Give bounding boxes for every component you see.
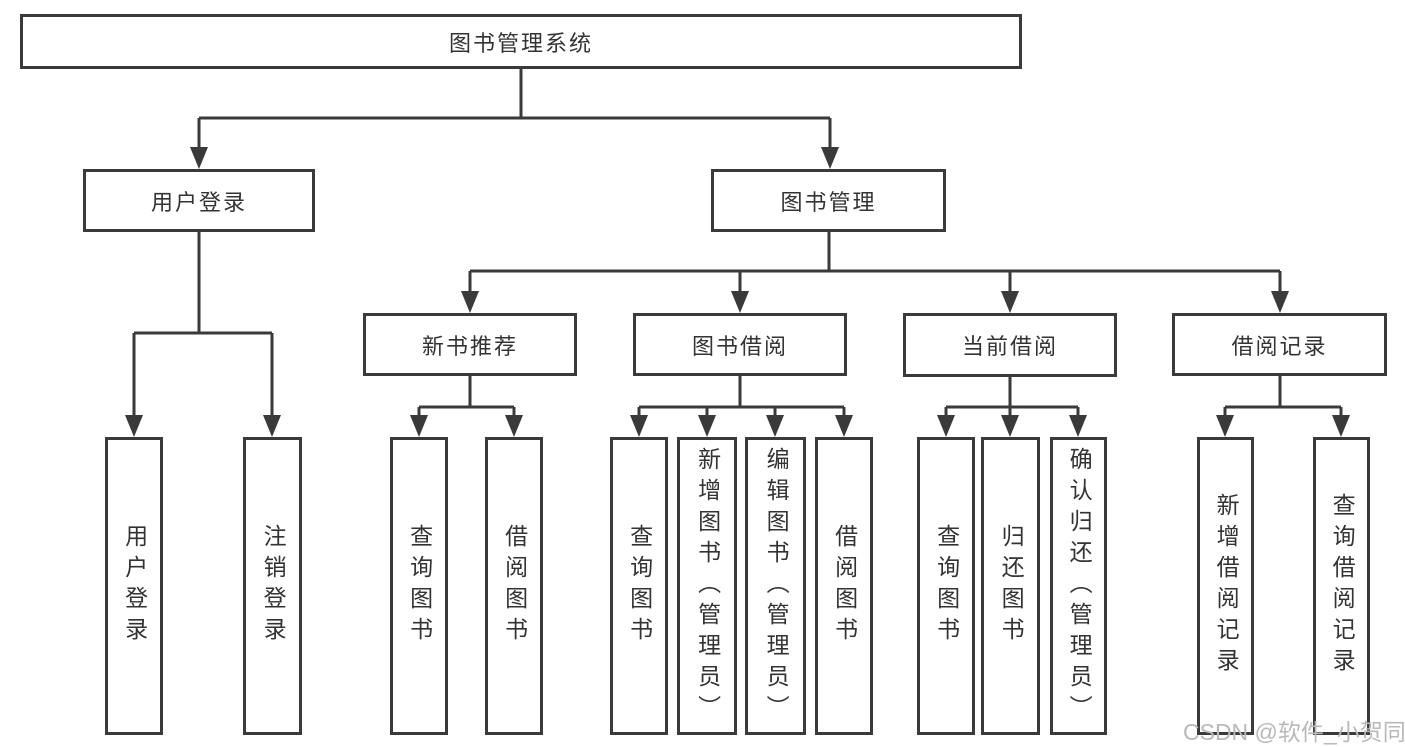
node-borrow-records-label: 借阅记录 <box>1231 333 1328 359</box>
leaf-br-add-record: 新增借阅记录 <box>1197 437 1254 735</box>
node-book-mgmt-label: 图书管理 <box>780 189 877 215</box>
arrowhead-down <box>731 291 749 313</box>
connector-line <box>417 376 516 419</box>
leaf-nbr-query-books-label: 查询图书 <box>406 524 433 648</box>
connector-line <box>132 232 274 419</box>
connector-book-mgmt-to-level3 <box>461 232 1289 313</box>
connector-line <box>944 376 1080 419</box>
leaf-bb-query-books: 查询图书 <box>610 437 668 735</box>
leaf-cb-return-books: 归还图书 <box>981 437 1040 735</box>
connector-borrow-records-children <box>1216 376 1350 437</box>
node-user-login: 用户登录 <box>83 169 315 232</box>
leaf-user-login: 用户登录 <box>105 437 163 735</box>
node-new-book-recommend: 新书推荐 <box>363 313 577 376</box>
arrowhead-down <box>1001 291 1019 313</box>
watermark: CSDN @软件_小贺同学 <box>1183 719 1405 745</box>
connector-line <box>468 232 1282 295</box>
arrowhead-down <box>766 415 784 437</box>
leaf-bb-edit-books-admin-label: 编辑图书（管理员） <box>763 446 790 726</box>
arrowhead-down <box>1001 415 1019 437</box>
leaf-cb-return-books-label: 归还图书 <box>998 524 1025 648</box>
leaf-bb-query-books-label: 查询图书 <box>626 524 653 648</box>
node-borrow-records: 借阅记录 <box>1172 313 1387 376</box>
node-root-label: 图书管理系统 <box>448 30 593 56</box>
node-current-borrow: 当前借阅 <box>903 313 1117 377</box>
leaf-bb-borrow-books-label: 借阅图书 <box>831 524 858 648</box>
leaf-logout-label: 注销登录 <box>260 524 287 648</box>
arrowhead-down <box>190 147 208 169</box>
arrowhead-down <box>263 415 281 437</box>
node-user-login-label: 用户登录 <box>150 189 247 215</box>
leaf-cb-confirm-return-admin-label: 确认归还（管理员） <box>1066 446 1093 726</box>
arrowhead-down <box>630 415 648 437</box>
leaf-user-login-label: 用户登录 <box>121 524 148 648</box>
node-root: 图书管理系统 <box>20 14 1022 69</box>
leaf-nbr-borrow-books: 借阅图书 <box>485 437 543 735</box>
arrowhead-down <box>937 415 955 437</box>
connector-root-to-level2 <box>190 69 839 169</box>
node-current-borrow-label: 当前借阅 <box>961 334 1058 359</box>
leaf-bb-add-books-admin-label: 新增图书（管理员） <box>694 446 721 726</box>
leaf-br-add-record-label: 新增借阅记录 <box>1213 493 1240 679</box>
arrowhead-down <box>1216 415 1234 437</box>
node-book-mgmt: 图书管理 <box>711 169 946 232</box>
arrowhead-down <box>505 415 523 437</box>
connector-current-borrow-children <box>937 376 1087 437</box>
leaf-br-query-record: 查询借阅记录 <box>1313 437 1370 735</box>
node-book-borrow: 图书借阅 <box>633 313 847 376</box>
leaf-bb-add-books-admin: 新增图书（管理员） <box>677 437 737 735</box>
leaf-br-query-record-label: 查询借阅记录 <box>1329 493 1356 679</box>
leaf-bb-borrow-books: 借阅图书 <box>815 437 873 735</box>
arrowhead-down <box>125 415 143 437</box>
leaf-nbr-borrow-books-label: 借阅图书 <box>501 524 528 648</box>
node-book-borrow-label: 图书借阅 <box>691 333 788 359</box>
arrowhead-down <box>410 415 428 437</box>
leaf-nbr-query-books: 查询图书 <box>390 437 448 735</box>
arrowhead-down <box>821 147 839 169</box>
connector-new-book-rec-children <box>410 376 523 437</box>
leaf-logout: 注销登录 <box>243 437 302 735</box>
connector-line <box>197 69 832 151</box>
connector-line <box>637 376 846 419</box>
arrowhead-down <box>1332 415 1350 437</box>
arrowhead-down <box>698 415 716 437</box>
leaf-cb-query-books-label: 查询图书 <box>933 524 960 648</box>
leaf-cb-query-books: 查询图书 <box>917 437 975 735</box>
leaf-bb-edit-books-admin: 编辑图书（管理员） <box>745 437 806 735</box>
leaf-cb-confirm-return-admin: 确认归还（管理员） <box>1050 437 1107 735</box>
arrowhead-down <box>1271 291 1289 313</box>
arrowhead-down <box>835 415 853 437</box>
node-new-book-recommend-label: 新书推荐 <box>421 333 518 359</box>
connector-user-login-children <box>125 232 281 437</box>
arrowhead-down <box>461 291 479 313</box>
arrowhead-down <box>1069 415 1087 437</box>
connector-line <box>1223 376 1343 419</box>
connector-book-borrow-children <box>630 376 853 437</box>
